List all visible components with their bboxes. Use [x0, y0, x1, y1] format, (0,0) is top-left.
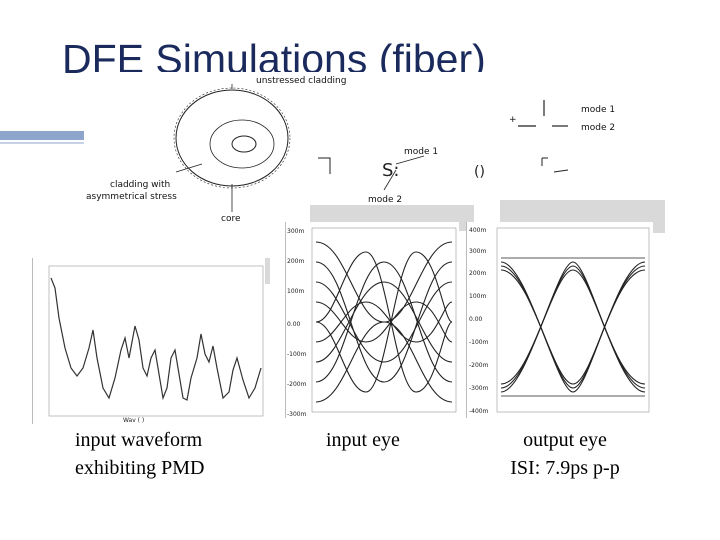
- legend-mode2: mode 2: [581, 123, 615, 133]
- mode2-label: mode 2: [368, 195, 402, 205]
- output-eye-ytick: -300m: [469, 385, 489, 392]
- core-label: core: [221, 214, 241, 224]
- pulse-bracket-left: [318, 157, 331, 174]
- output-eye-ytick: -100m: [469, 339, 489, 346]
- input-eye-ytick: -200m: [287, 381, 307, 388]
- output-eye-ytick: 200m: [469, 270, 486, 277]
- output-eye-ytick: -200m: [469, 362, 489, 369]
- outer-cladding-ring-dashed: [173, 87, 291, 189]
- asymmetric-stress-label-1: cladding with: [110, 180, 170, 190]
- unstressed-cladding-label: unstressed cladding: [256, 76, 346, 86]
- output-eye-plot: 400m 300m 200m 100m 0.00 -100m -200m -30…: [466, 222, 653, 418]
- output-eye-ytick: 400m: [469, 227, 486, 234]
- caption-output-eye-line2: ISI: 7.9ps p-p: [510, 457, 620, 479]
- output-eye-traces: [500, 257, 646, 397]
- output-eye-ytick: 100m: [469, 293, 486, 300]
- s-symbol: S:: [382, 160, 400, 181]
- input-eye-ytick: 200m: [287, 258, 304, 265]
- plus-sign: +: [509, 115, 517, 125]
- caption-input-waveform-line2: exhibiting PMD: [75, 457, 205, 479]
- output-eye-ytick: 300m: [469, 248, 486, 255]
- input-eye-ytick: 100m: [287, 288, 304, 295]
- ring-glyph: (): [474, 164, 485, 180]
- caption-input-waveform: input waveform exhibiting PMD: [75, 426, 204, 482]
- waveform-xaxis-label: Wav ( ): [123, 417, 144, 424]
- input-eye-ytick: -100m: [287, 351, 307, 358]
- fiber-core: [231, 135, 257, 153]
- fiber-diagram: unstressed cladding cladding with asymme…: [84, 72, 616, 224]
- input-eye-ytick: 300m: [287, 228, 304, 235]
- output-eye-ytick: 0.00: [469, 316, 483, 323]
- input-eye-ytick: 0.00: [287, 321, 301, 328]
- output-eye-ytick: -400m: [469, 408, 489, 415]
- caption-output-eye-line1: output eye: [523, 429, 607, 451]
- output-eye-yticks: 400m 300m 200m 100m 0.00 -100m -200m -30…: [469, 227, 489, 415]
- input-eye-traces: [315, 241, 453, 403]
- input-eye-plot: 300m 200m 100m 0.00 -100m -200m -300m: [285, 222, 459, 418]
- waveform-trace: [50, 277, 262, 401]
- mode1-label: mode 1: [404, 147, 438, 157]
- input-eye-ytick: -300m: [287, 411, 307, 418]
- outer-cladding-ring: [175, 89, 289, 187]
- caption-output-eye: output eye ISI: 7.9ps p-p: [490, 426, 640, 482]
- legend-mode1: mode 1: [581, 105, 615, 115]
- stress-region: [209, 119, 275, 169]
- asymmetric-stress-label-2: asymmetrical stress: [86, 192, 177, 202]
- input-eye-yticks: 300m 200m 100m 0.00 -100m -200m -300m: [287, 228, 307, 418]
- caption-input-waveform-line1: input waveform: [75, 429, 203, 451]
- input-waveform-plot: Wav ( ): [32, 258, 265, 424]
- caption-input-eye: input eye: [326, 429, 400, 451]
